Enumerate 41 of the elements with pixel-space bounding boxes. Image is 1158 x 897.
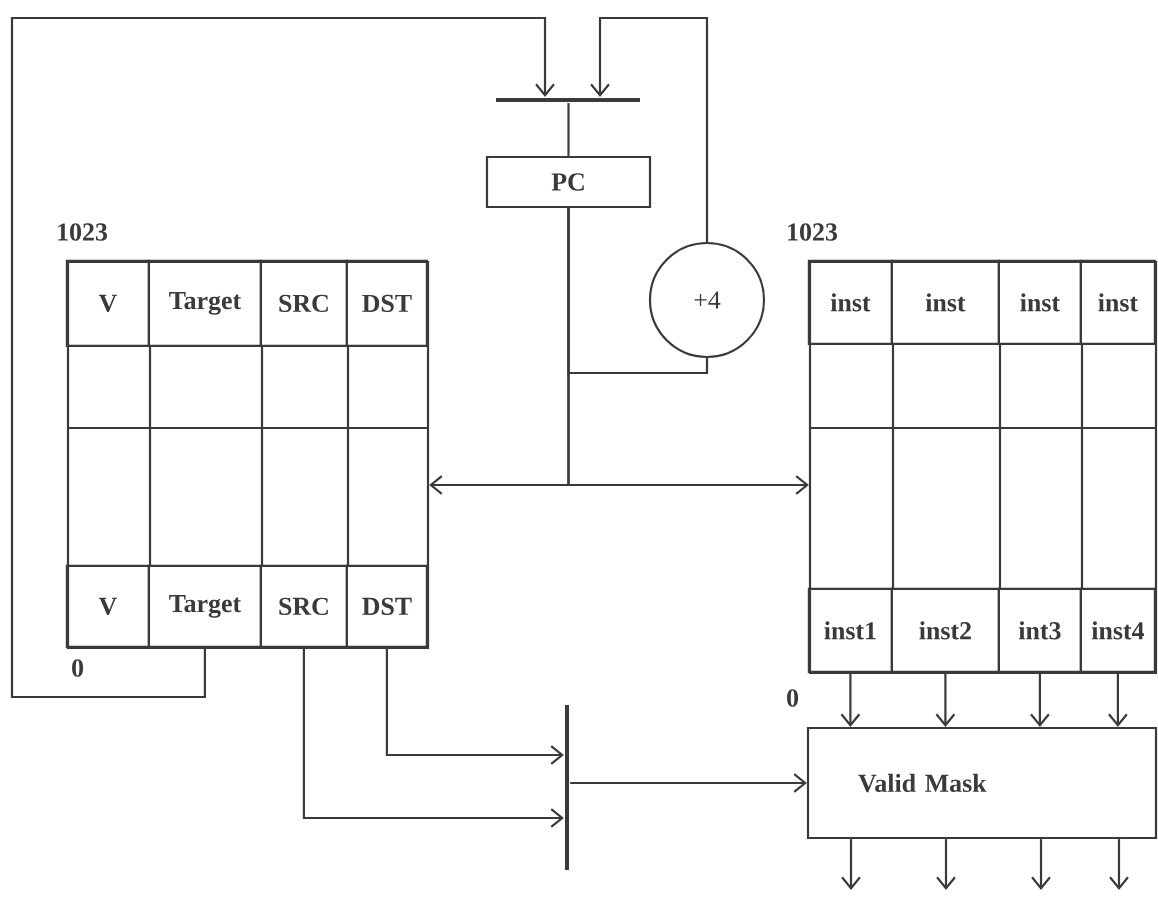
mux-bar [496,98,640,102]
table-cell: V [65,564,150,648]
table-cell: Target [147,564,262,648]
arrow [1031,839,1051,890]
table-cell: inst [997,259,1082,345]
arrow [935,673,956,727]
table-cell: V [65,259,150,347]
table-cell: SRC [259,564,348,648]
connector-line [567,208,709,375]
table-cell: Target [147,259,262,347]
index-label: 0 [787,689,799,707]
mux-bar [565,705,569,870]
table-cell: int3 [997,587,1082,673]
table-cell: DST [345,564,428,648]
index-label: 1023 [788,223,837,241]
arrow [936,839,956,890]
table-cell: inst1 [807,587,893,673]
table-cell: inst [807,259,893,345]
table-cell: SRC [259,259,348,347]
arrow [841,839,861,890]
index-label: 0 [72,659,84,677]
arrow [1108,673,1128,727]
arrow [385,648,564,765]
arrow [590,16,709,242]
register-box: PC [485,155,652,209]
table-cell: inst [890,259,1000,345]
arrow [1030,673,1050,727]
connector-line [567,103,570,156]
table [66,260,430,650]
arrow [840,673,861,727]
table-cell: inst4 [1079,587,1156,673]
arrow [1109,839,1129,890]
table-cell: inst [1079,259,1156,345]
table-cell: DST [345,259,428,347]
mask-box: Valid Mask [806,726,1158,840]
arrow [10,16,555,699]
table [808,260,1158,675]
index-label: 1023 [58,223,107,241]
table-cell: inst2 [890,587,1000,673]
arrow [302,648,564,828]
arrow [570,773,807,793]
